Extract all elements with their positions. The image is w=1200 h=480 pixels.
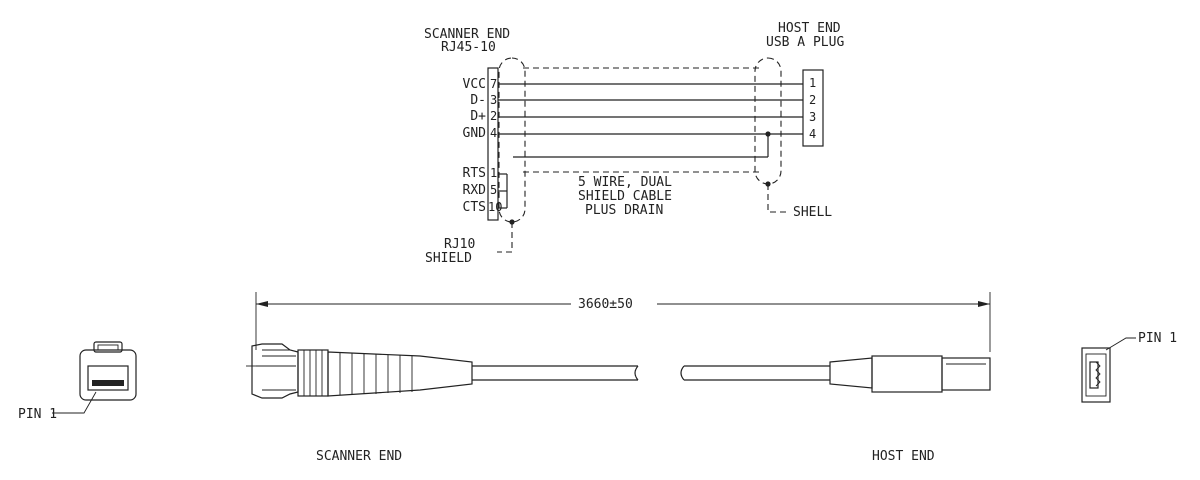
pin-number: 5 — [490, 183, 497, 197]
shield-label: SHIELD — [425, 251, 472, 266]
scanner-pin-list: VCC D- D+ GND RTS RXD CTS 7 3 2 4 1 5 10 — [463, 77, 503, 215]
host-connector-block — [802, 69, 824, 147]
shell-label: SHELL — [793, 205, 832, 220]
usb-overmold — [871, 355, 943, 393]
wiring-schematic: SCANNER END RJ45-10 HOST END USB A PLUG … — [424, 21, 844, 266]
host-pin-number: 4 — [809, 127, 816, 141]
pin-signal: D- — [470, 93, 486, 108]
usb-strain-relief — [829, 357, 873, 389]
host-shield-oval — [754, 57, 782, 185]
cable-break-left — [634, 365, 639, 381]
usb-face-outline — [1081, 347, 1111, 403]
pin1-left-leader — [52, 391, 97, 414]
pin-number: 4 — [490, 126, 497, 140]
cable-note-line3: PLUS DRAIN — [585, 203, 663, 218]
pin-signal: VCC — [463, 77, 486, 92]
cable-shield-outline — [523, 67, 763, 173]
host-connector-type: USB A PLUG — [766, 35, 844, 50]
length-value: 3660±50 — [578, 297, 633, 312]
pin-signal: RTS — [463, 166, 486, 181]
usb-shell — [941, 357, 991, 391]
rj45-contacts — [92, 380, 124, 386]
scanner-connector-type: RJ45-10 — [441, 40, 496, 55]
pin-signal: D+ — [470, 109, 486, 124]
pin-number: 1 — [490, 166, 497, 180]
rj45-latch — [93, 341, 123, 353]
host-pin-number: 3 — [809, 110, 816, 124]
host-end-title: HOST END — [778, 21, 841, 36]
pin-number: 7 — [490, 77, 497, 91]
usb-face-view: PIN 1 — [1081, 331, 1177, 403]
pin-number: 10 — [488, 200, 502, 214]
pin-number: 2 — [490, 109, 497, 123]
pin1-right-leader — [1105, 337, 1136, 351]
strain-relief-ribs — [339, 353, 413, 395]
scanner-end-caption: SCANNER END — [316, 449, 402, 464]
cable-assembly — [246, 343, 991, 399]
rj45-face-view: PIN 1 — [18, 341, 137, 422]
pin-signal: CTS — [463, 200, 486, 215]
scanner-connector-block — [487, 67, 499, 221]
host-end-caption: HOST END — [872, 449, 935, 464]
rj10-label: RJ10 — [444, 237, 475, 252]
length-dimension: 3660±50 — [255, 292, 991, 352]
usb-face-inner — [1085, 353, 1107, 397]
rj45-contact-area — [87, 365, 129, 391]
scanner-end-title: SCANNER END — [424, 27, 510, 42]
gnd-junction-dot — [765, 131, 771, 137]
cable-break-right — [680, 365, 685, 381]
cable-right-segment — [684, 365, 830, 381]
usb-tongue — [1089, 361, 1099, 389]
host-pin-list: 1 2 3 4 — [809, 76, 816, 141]
dim-arrow-left — [256, 301, 268, 307]
rj45-ferrule — [297, 349, 329, 397]
cable-note-line1: 5 WIRE, DUAL — [578, 175, 672, 190]
host-pin-number: 2 — [809, 93, 816, 107]
pin1-left-label: PIN 1 — [18, 407, 57, 422]
pin-signal: RXD — [463, 183, 487, 198]
pin-number: 3 — [490, 93, 497, 107]
dim-arrow-right — [978, 301, 990, 307]
rj10-shield-leader — [497, 222, 513, 253]
host-pin-number: 1 — [809, 76, 816, 90]
cable-left-segment — [472, 365, 638, 381]
strain-relief — [327, 351, 473, 397]
cable-note-line2: SHIELD CABLE — [578, 189, 672, 204]
scanner-shield-oval — [498, 57, 526, 223]
shell-leader — [767, 184, 790, 213]
pin-signal: GND — [463, 126, 487, 141]
signal-wires — [498, 83, 803, 209]
pin1-right-label: PIN 1 — [1138, 331, 1177, 346]
